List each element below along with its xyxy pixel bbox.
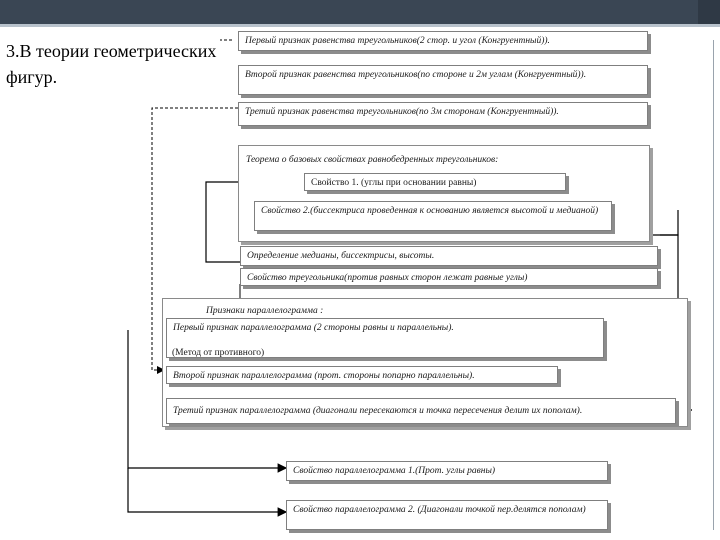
method-label: (Метод от противного) [172, 348, 265, 358]
parallelogram-criterion-3: Третий признак параллелограмма (диагонал… [166, 398, 676, 424]
triangle-criterion-3: Третий признак равенства треугольников(п… [238, 102, 648, 126]
slide-title: 3.В теории геометрических фигур. [6, 41, 217, 87]
property-1: Свойство 1. (углы при основании равны) [304, 173, 566, 191]
triangle-criterion-2: Второй признак равенства треугольников(п… [238, 65, 648, 95]
parallelogram-criterion-2: Второй признак параллелограмма (прот. ст… [166, 366, 558, 384]
definition-box: Определение медианы, биссектрисы, высоты… [240, 246, 658, 266]
property-2: Свойство 2.(биссектриса проведенная к ос… [254, 201, 612, 231]
theorem-label: Теорема о базовых свойствах равнобедренн… [246, 155, 499, 165]
parallelogram-property-1: Свойство параллелограмма 1.(Прот. углы р… [286, 461, 608, 481]
header-accent [698, 0, 720, 24]
header-underline [0, 24, 720, 27]
triangle-property-box: Свойство треугольника(против равных стор… [240, 268, 658, 286]
parallelogram-criterion-1: Первый признак параллелограмма (2 сторон… [166, 318, 604, 358]
triangle-criterion-1: Первый признак равенства треугольников(2… [238, 31, 648, 51]
parallelogram-header: Признаки параллелограмма : [206, 306, 324, 316]
side-rule [713, 40, 714, 530]
header-bar [0, 0, 720, 27]
parallelogram-property-2: Свойство параллелограмма 2. (Диагонали т… [286, 500, 608, 530]
